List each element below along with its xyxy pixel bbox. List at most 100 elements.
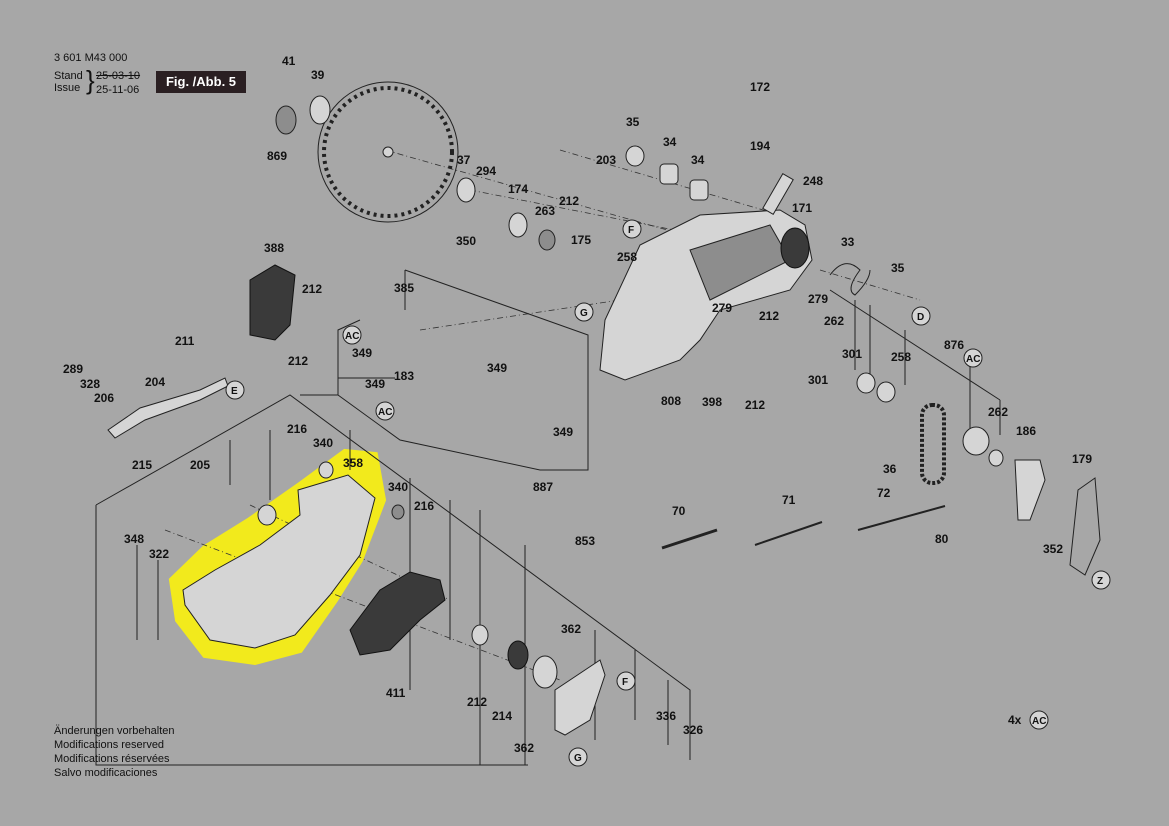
part-label: 279 — [808, 292, 828, 306]
part-label: 340 — [313, 436, 333, 450]
stand-date: 25-03-10 — [96, 70, 141, 82]
callout-label: F — [622, 677, 628, 688]
part-label: 385 — [394, 281, 414, 295]
handle-388 — [249, 264, 296, 341]
part-label: 262 — [824, 314, 844, 328]
footer-code: AC — [1032, 716, 1046, 727]
issue-date: 25-11-06 — [96, 84, 140, 96]
part-label: 808 — [661, 394, 681, 408]
upper-arm-housing — [599, 172, 813, 381]
part-label: 326 — [683, 723, 703, 737]
part-label: 194 — [750, 139, 770, 153]
part-label: 70 — [672, 504, 686, 518]
small-guard-parts — [257, 461, 606, 736]
part-label: 289 — [63, 362, 83, 376]
footer-ref: 4x AC — [1008, 710, 1049, 730]
axis-lines — [164, 149, 921, 681]
spring-33 — [829, 263, 871, 296]
part-label: 41 — [282, 54, 296, 68]
part-label: 411 — [386, 686, 406, 700]
part-label: 362 — [514, 741, 534, 755]
callout-label: D — [917, 312, 924, 323]
note-line: Salvo modificaciones — [54, 767, 158, 779]
part-label: 869 — [267, 149, 287, 163]
part-label: 348 — [124, 532, 144, 546]
part-label: 398 — [702, 395, 722, 409]
part-label: 183 — [394, 369, 414, 383]
part-label: 212 — [759, 309, 779, 323]
callout-label: AC — [966, 354, 980, 365]
gasket-179 — [1069, 477, 1101, 576]
callout-f-upper: F — [622, 219, 642, 239]
part-label: 362 — [561, 622, 581, 636]
callout-ac-1: AC — [342, 325, 362, 345]
figure-label: Fig. /Abb. 5 — [156, 71, 246, 93]
part-number-labels: 41 39 869 172 35 34 34 194 37 294 203 24… — [63, 54, 1092, 755]
callout-label: Z — [1097, 576, 1103, 587]
doc-number: 3 601 M43 000 — [54, 52, 128, 64]
part-label: 340 — [388, 480, 408, 494]
part-label: 71 — [782, 493, 796, 507]
part-label: 258 — [617, 250, 637, 264]
stand-label: Stand — [54, 70, 83, 82]
belt-assembly — [856, 372, 1004, 485]
part-label: 72 — [877, 486, 891, 500]
callout-label: AC — [378, 407, 392, 418]
flange-parts — [275, 95, 709, 251]
part-label: 350 — [456, 234, 476, 248]
part-label: 294 — [476, 164, 496, 178]
callout-ac-3: AC — [963, 348, 983, 368]
part-label: 328 — [80, 377, 100, 391]
callout-z: Z — [1091, 570, 1111, 590]
part-label: 349 — [365, 377, 385, 391]
part-label: 212 — [288, 354, 308, 368]
part-label: 214 — [492, 709, 512, 723]
leader-lines — [95, 269, 1001, 766]
part-label: 212 — [467, 695, 487, 709]
note-line: Modifications réservées — [54, 753, 170, 765]
part-label: 853 — [575, 534, 595, 548]
part-label: 35 — [891, 261, 905, 275]
part-label: 262 — [988, 405, 1008, 419]
part-label: 203 — [596, 153, 616, 167]
part-label: 179 — [1072, 452, 1092, 466]
callout-label: G — [580, 308, 588, 319]
part-label: 186 — [1016, 424, 1036, 438]
part-label: 211 — [175, 334, 195, 348]
part-label: 358 — [343, 456, 363, 470]
part-label: 349 — [553, 425, 573, 439]
saw-blade — [317, 81, 459, 223]
part-label: 206 — [94, 391, 114, 405]
callout-label: AC — [345, 331, 359, 342]
part-label: 212 — [559, 194, 579, 208]
footer-count: 4x — [1008, 713, 1022, 727]
part-label: 215 — [132, 458, 152, 472]
part-label: 876 — [944, 338, 964, 352]
part-label: 35 — [626, 115, 640, 129]
callout-g-upper: G — [574, 302, 594, 322]
part-label: 216 — [287, 422, 307, 436]
part-label: 205 — [190, 458, 210, 472]
callout-d: D — [911, 306, 931, 326]
part-label: 301 — [842, 347, 862, 361]
note-line: Modifications reserved — [54, 739, 165, 751]
callout-label: G — [574, 753, 582, 764]
part-label: 349 — [352, 346, 372, 360]
brace-icon: } — [86, 65, 95, 95]
lever-204 — [107, 377, 229, 439]
part-label: 352 — [1043, 542, 1063, 556]
part-label: 204 — [145, 375, 165, 389]
part-label: 263 — [535, 204, 555, 218]
part-label: 37 — [457, 153, 471, 167]
part-label: 279 — [712, 301, 732, 315]
part-label: 171 — [792, 201, 812, 215]
part-label: 336 — [656, 709, 676, 723]
part-label: 301 — [808, 373, 828, 387]
part-label: 216 — [414, 499, 434, 513]
callout-markers: F G E D AC AC AC F G Z — [225, 219, 1111, 767]
part-label: 39 — [311, 68, 325, 82]
part-label: 36 — [883, 462, 897, 476]
part-label: 388 — [264, 241, 284, 255]
callout-f-lower: F — [616, 671, 636, 691]
callout-label: F — [628, 225, 634, 236]
